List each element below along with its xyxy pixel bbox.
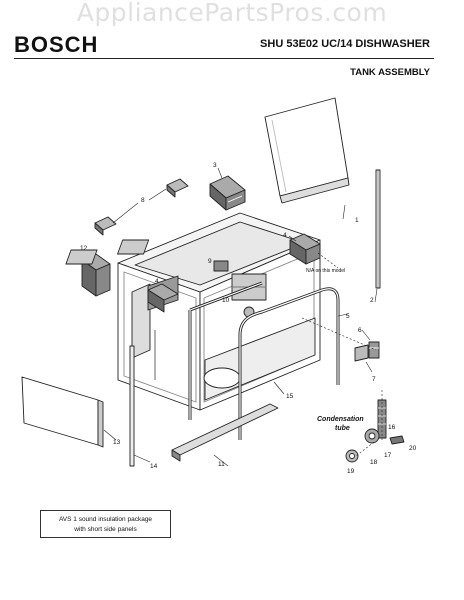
callout-2: 2 (370, 297, 374, 304)
part-2-vertical-rod (375, 169, 381, 289)
part-6-connector (368, 341, 380, 359)
callout-11: 11 (218, 461, 225, 468)
callout-18: 18 (370, 459, 378, 466)
callout-9: 9 (208, 258, 212, 265)
part-15-frame (188, 281, 263, 420)
tank-body (65, 212, 321, 411)
part-4-bracket-left (147, 283, 179, 313)
callout-17: 17 (384, 452, 392, 459)
callout-8: 8 (141, 197, 145, 204)
callout-6: 6 (358, 327, 362, 334)
part-7-clip (354, 344, 369, 362)
na-model-note: N/A on this model (306, 268, 345, 274)
callout-5: 5 (346, 313, 350, 320)
callout-1: 1 (355, 217, 359, 224)
watermark: AppliancePartsPros.com (76, 0, 388, 27)
footnote-box: AVS 1 sound insulation package with shor… (40, 510, 171, 538)
header-divider (14, 58, 434, 59)
part-11-bottom-rail (171, 403, 279, 462)
callout-20: 20 (409, 445, 417, 452)
callout-19: 19 (347, 468, 355, 475)
part-3-bracket (209, 175, 246, 211)
footnote-line-2: with short side panels (74, 526, 137, 533)
part-4-bracket-right (289, 233, 321, 265)
model-title: SHU 53E02 UC/14 DISHWASHER (260, 38, 430, 50)
callout-4-right: 4 (283, 232, 287, 239)
callout-13: 13 (113, 439, 121, 446)
section-title: TANK ASSEMBLY (350, 67, 430, 78)
footnote-line-1: AVS 1 sound insulation package (58, 516, 153, 523)
condensation-label: Condensation (317, 416, 364, 423)
brand-logo: BOSCH (14, 32, 99, 57)
callout-15: 15 (286, 393, 294, 400)
callout-14: 14 (150, 463, 158, 470)
callout-7: 7 (372, 376, 376, 383)
callout-12: 12 (80, 245, 88, 252)
part-13-front-panel (21, 376, 104, 448)
callout-10: 10 (222, 297, 230, 304)
condensation-tube-assembly (345, 399, 405, 463)
part-1-top-panel (264, 97, 350, 204)
part-14-rod (129, 345, 135, 467)
callout-3: 3 (213, 162, 217, 169)
condensation-label-2: tube (335, 425, 350, 432)
part-8-clips (94, 178, 189, 236)
callout-16: 16 (388, 424, 396, 431)
callout-4-left: 4 (155, 278, 159, 285)
